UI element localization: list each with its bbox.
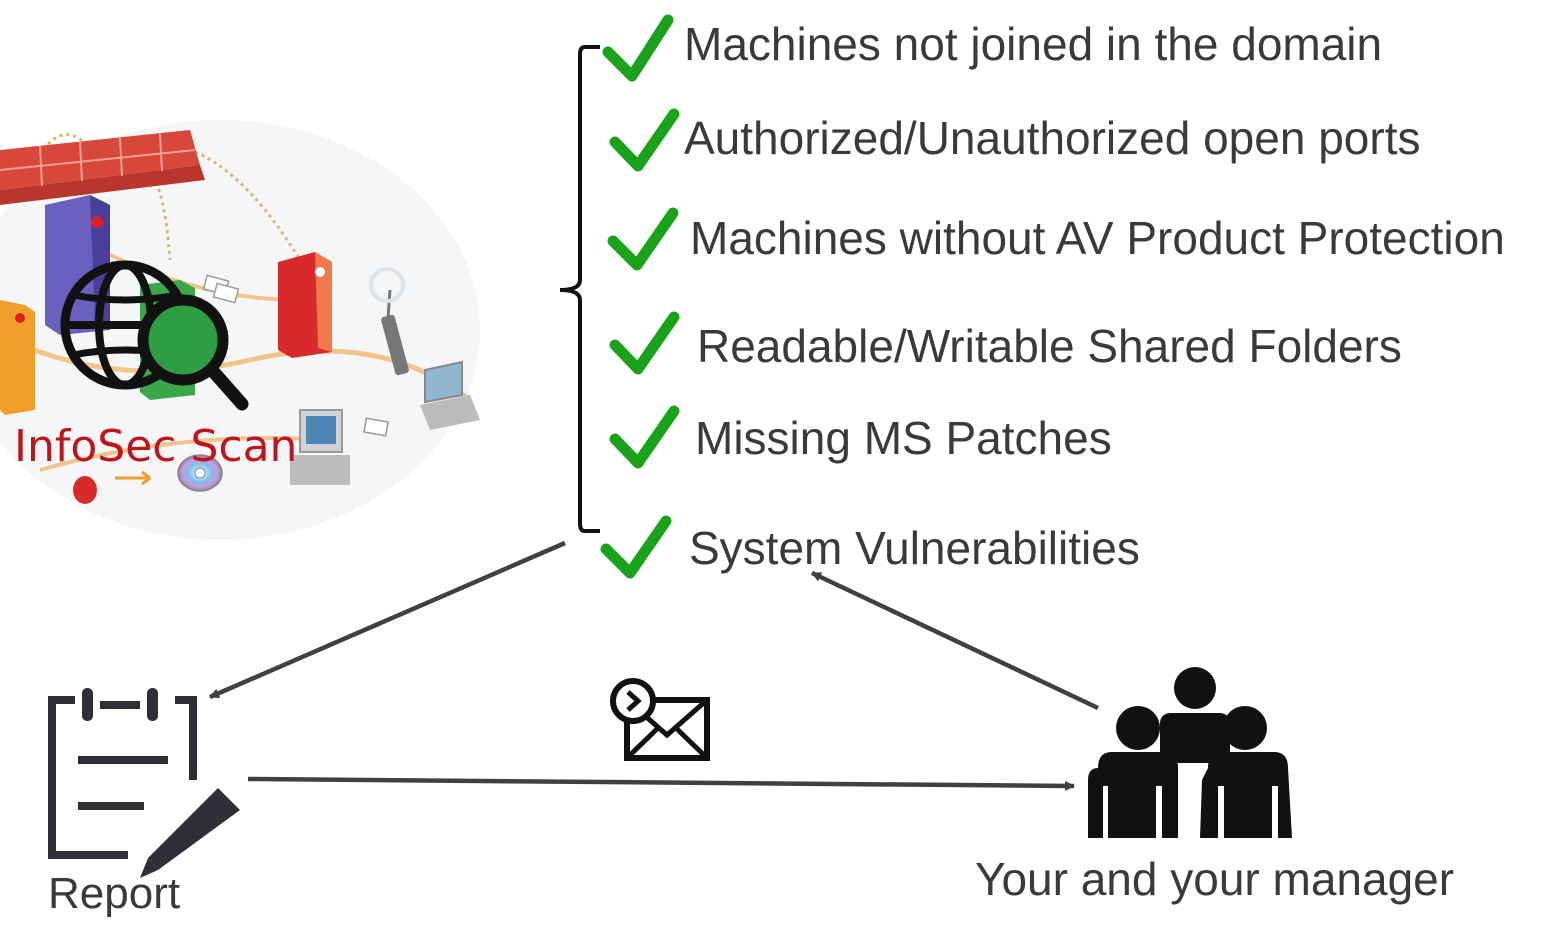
arrow-people-to-checklist	[811, 570, 1099, 711]
checklist-brace	[559, 45, 600, 533]
network-servers-illustration	[0, 120, 480, 540]
check-icon	[607, 207, 679, 271]
people-label: Your and your manager	[975, 853, 1455, 905]
checklist-item-domain: Machines not joined in the domain	[684, 18, 1383, 70]
checklist-item-ports: Authorized/Unauthorized open ports	[684, 112, 1421, 164]
globe-magnifier-icon	[60, 260, 249, 411]
check-icon	[609, 311, 680, 375]
clipboard-pencil-icon	[48, 688, 240, 878]
check-icon	[600, 515, 672, 579]
email-send-icon	[610, 678, 710, 761]
arrow-report-to-people	[247, 776, 1075, 791]
group-people-icon	[1088, 667, 1292, 838]
checklist-item-av: Machines without AV Product Protection	[690, 212, 1505, 264]
arrow-checklist-to-report	[209, 540, 566, 700]
checklist-item-vulnerabilities: System Vulnerabilities	[689, 522, 1140, 574]
check-icon	[602, 14, 674, 82]
checkmarks	[600, 14, 680, 579]
check-icon	[609, 405, 680, 469]
report-label: Report	[48, 869, 181, 918]
scan-label: InfoSec Scan	[14, 421, 298, 472]
check-icon	[609, 108, 680, 172]
checklist-item-shared-folders: Readable/Writable Shared Folders	[697, 320, 1402, 372]
checklist-item-patches: Missing MS Patches	[695, 412, 1112, 464]
